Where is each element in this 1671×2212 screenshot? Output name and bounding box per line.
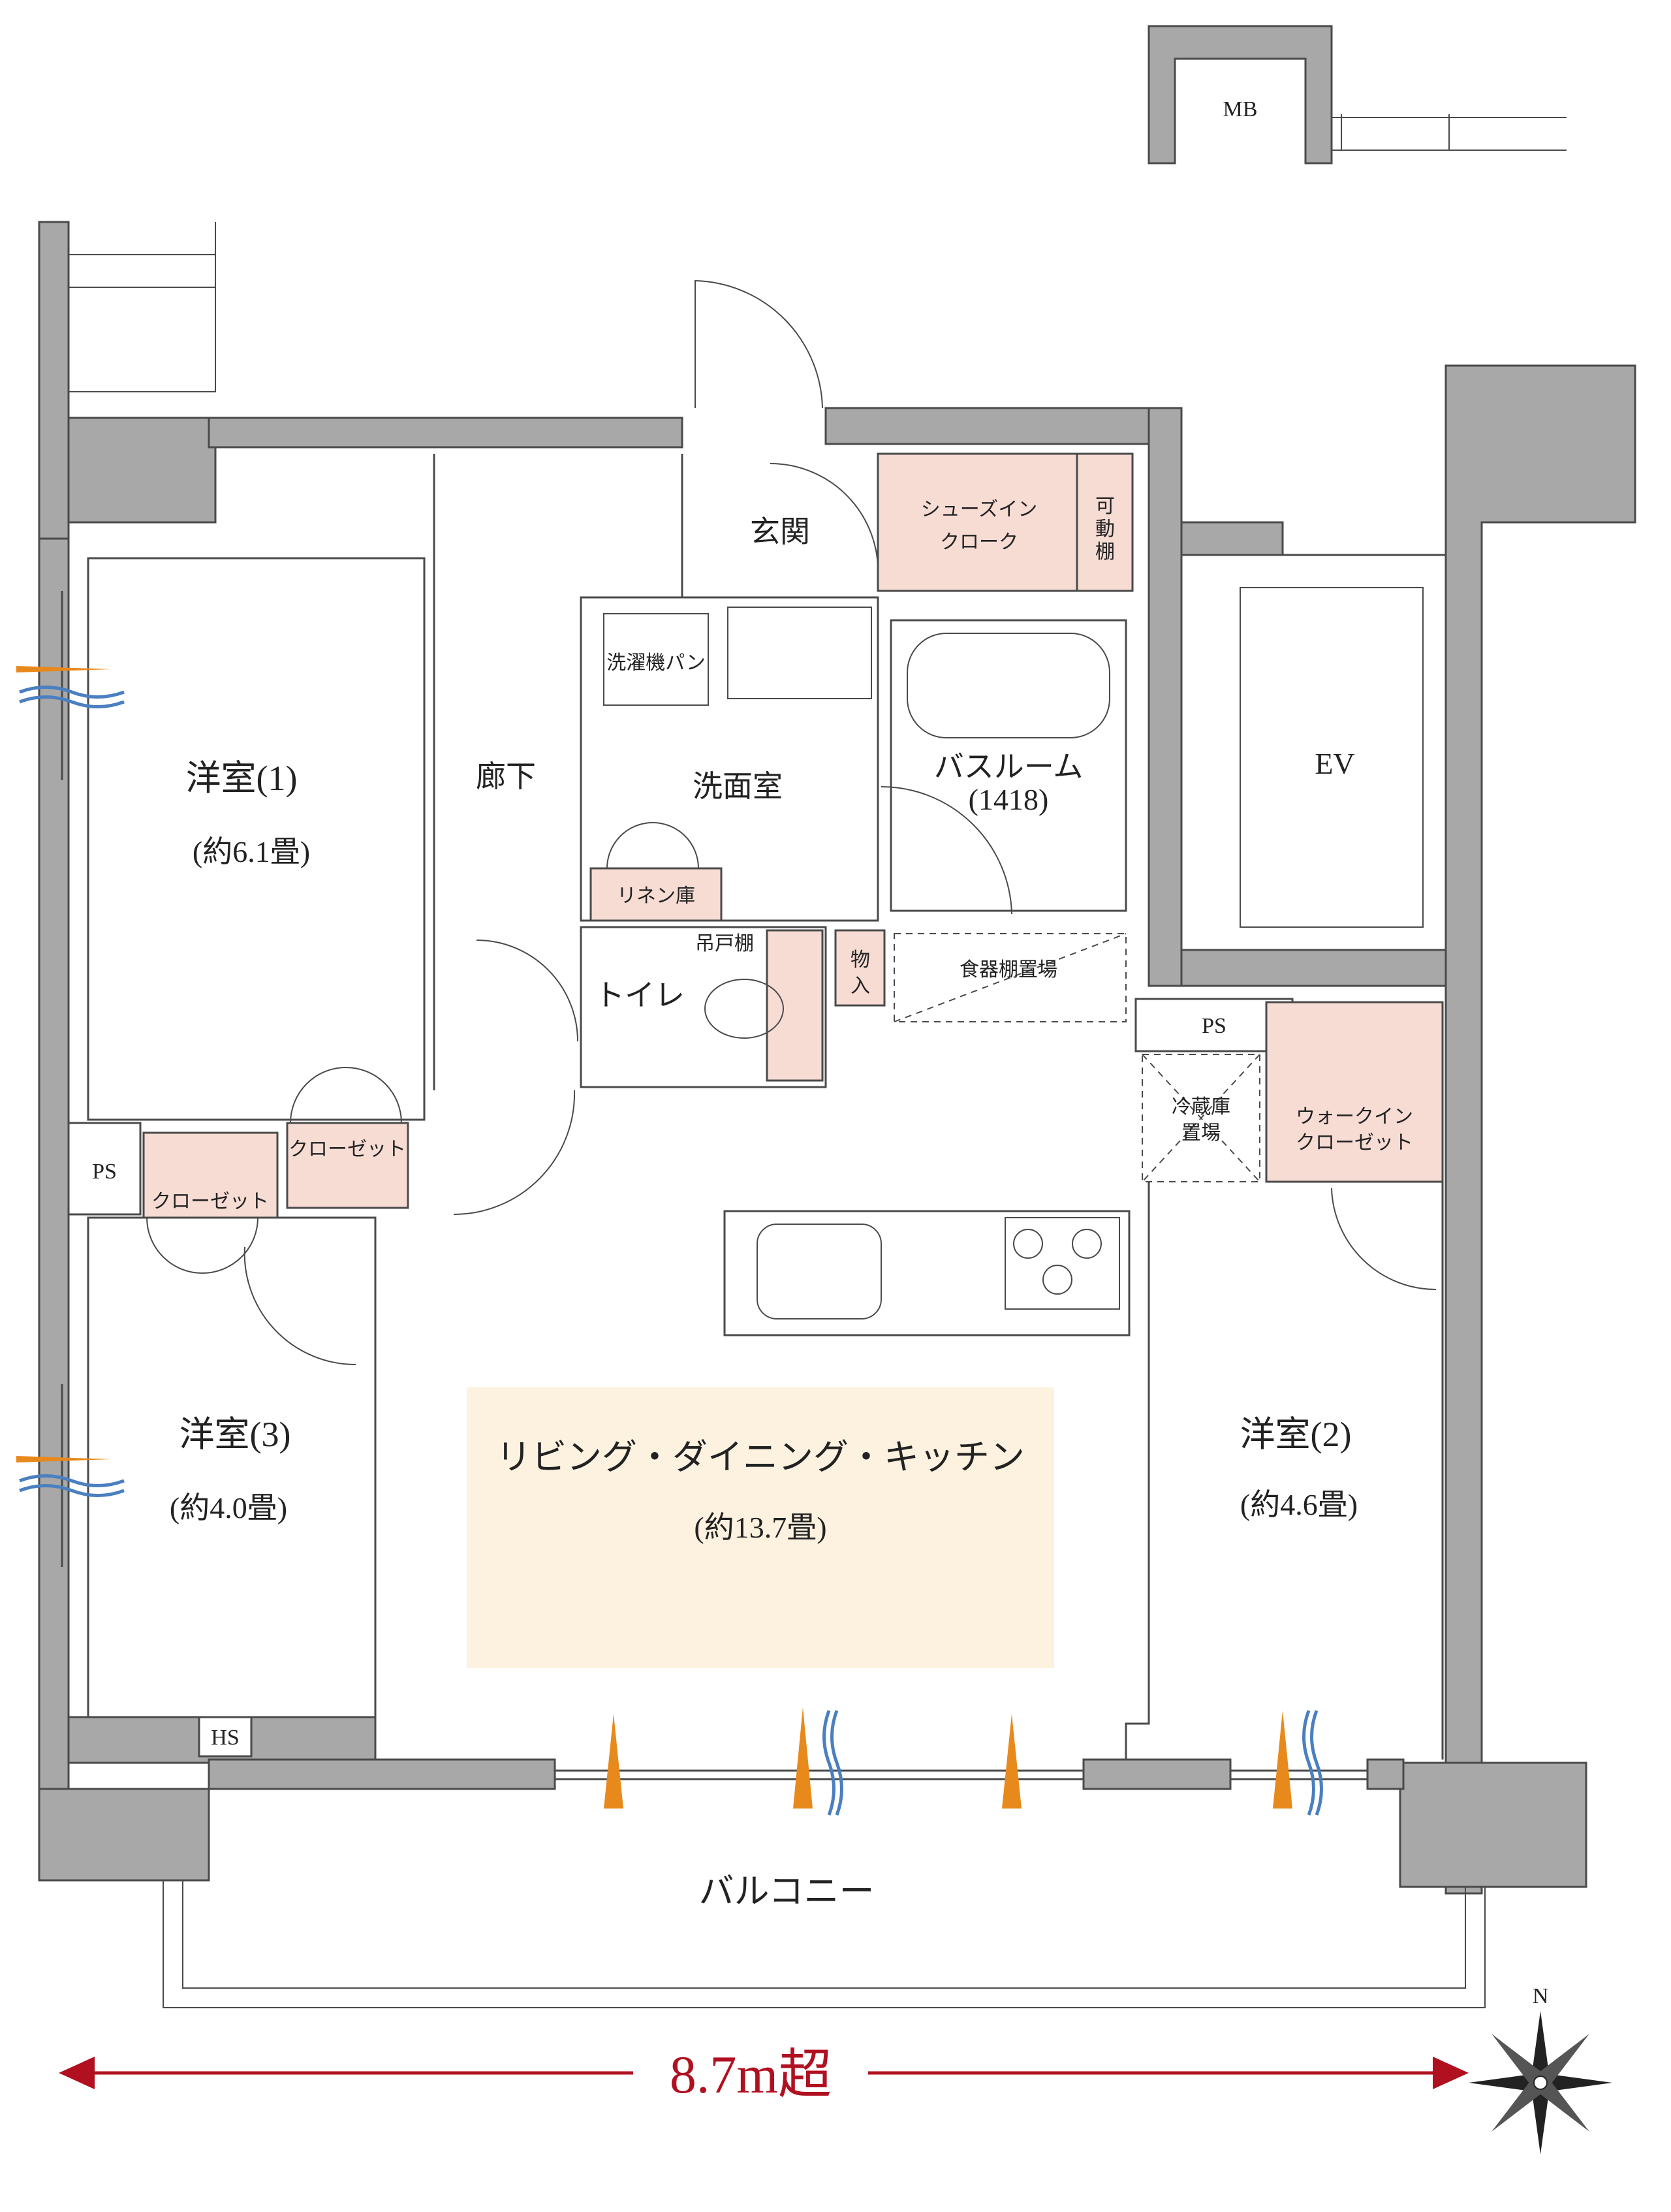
wic-label-1: ウォークイン xyxy=(1296,1106,1413,1128)
fridge-label-2: 置場 xyxy=(1181,1122,1221,1144)
ps-right-label: PS xyxy=(1202,1014,1226,1038)
balcony-label: バルコニー xyxy=(699,1872,875,1911)
hallway-label: 廊下 xyxy=(476,760,536,793)
compass-north-label: N xyxy=(1533,1984,1549,2008)
bathroom-size: (1418) xyxy=(969,783,1049,816)
walls xyxy=(38,25,1636,1895)
dimension-right-arrow xyxy=(1433,2057,1469,2089)
toilet-label: トイレ xyxy=(595,979,685,1012)
sic-label-2: クローク xyxy=(940,531,1018,553)
closet-right-label: クローゼット xyxy=(289,1139,406,1160)
partitions xyxy=(61,114,1567,2008)
hanging-shelf-label: 吊戸棚 xyxy=(695,933,754,955)
western2-name: 洋室(2) xyxy=(1240,1415,1352,1454)
entrance-label: 玄関 xyxy=(750,515,810,548)
compass-icon: N xyxy=(1469,1984,1612,2155)
western1-name: 洋室(1) xyxy=(186,759,298,798)
ev-label: EV xyxy=(1315,747,1354,780)
western3-name: 洋室(3) xyxy=(180,1415,291,1454)
fridge-label-1: 冷蔵庫 xyxy=(1172,1096,1230,1118)
western2-size: (約4.6畳) xyxy=(1240,1488,1358,1521)
movable-shelf-2: 動 xyxy=(1095,518,1115,540)
linen-cabinet xyxy=(589,867,723,922)
western3-size: (約4.0畳) xyxy=(170,1491,287,1525)
movable-shelf-3: 棚 xyxy=(1095,541,1115,563)
small-storage xyxy=(834,929,886,1007)
hs-label: HS xyxy=(211,1726,239,1750)
sic-label-1: シューズイン xyxy=(921,499,1038,520)
ldk-size: (約13.7畳) xyxy=(694,1511,826,1544)
wic-label-2: クローゼット xyxy=(1296,1132,1413,1154)
western1-size: (約6.1畳) xyxy=(193,835,310,868)
ps-left-label: PS xyxy=(92,1160,117,1184)
closet-right xyxy=(286,1122,409,1209)
movable-shelf-1: 可 xyxy=(1095,496,1115,517)
width-dimension: 8.7m超 xyxy=(59,2045,1469,2104)
dish-shelf-label: 食器棚置場 xyxy=(960,959,1057,981)
ventilation-arrows xyxy=(16,666,1323,1816)
dimension-label: 8.7m超 xyxy=(670,2045,832,2104)
dimension-left-arrow xyxy=(59,2057,95,2089)
door-swings xyxy=(146,279,1437,1366)
ldk-name: リビング・ダイニング・キッチン xyxy=(496,1438,1025,1477)
labels: 洋室(1) (約6.1畳) 廊下 玄関 シューズイン クローク 可 動 棚 洗濯… xyxy=(92,97,1413,1911)
linen-label: リネン庫 xyxy=(617,885,695,907)
washing-pan-label: 洗濯機パン xyxy=(606,652,706,674)
closet-left xyxy=(142,1131,279,1219)
ldk-area xyxy=(467,1387,1054,1668)
walk-in-closet xyxy=(1265,1001,1444,1183)
small-storage-2: 入 xyxy=(851,975,870,997)
top-left-rail xyxy=(68,222,216,392)
small-storage-1: 物 xyxy=(851,949,870,971)
closet-left-label: クローゼット xyxy=(151,1191,269,1212)
mb-label: MB xyxy=(1223,97,1258,121)
washroom-label: 洗面室 xyxy=(693,770,783,803)
shoes-in-cloak xyxy=(877,452,1134,592)
bathroom-name: バスルーム xyxy=(934,750,1084,783)
